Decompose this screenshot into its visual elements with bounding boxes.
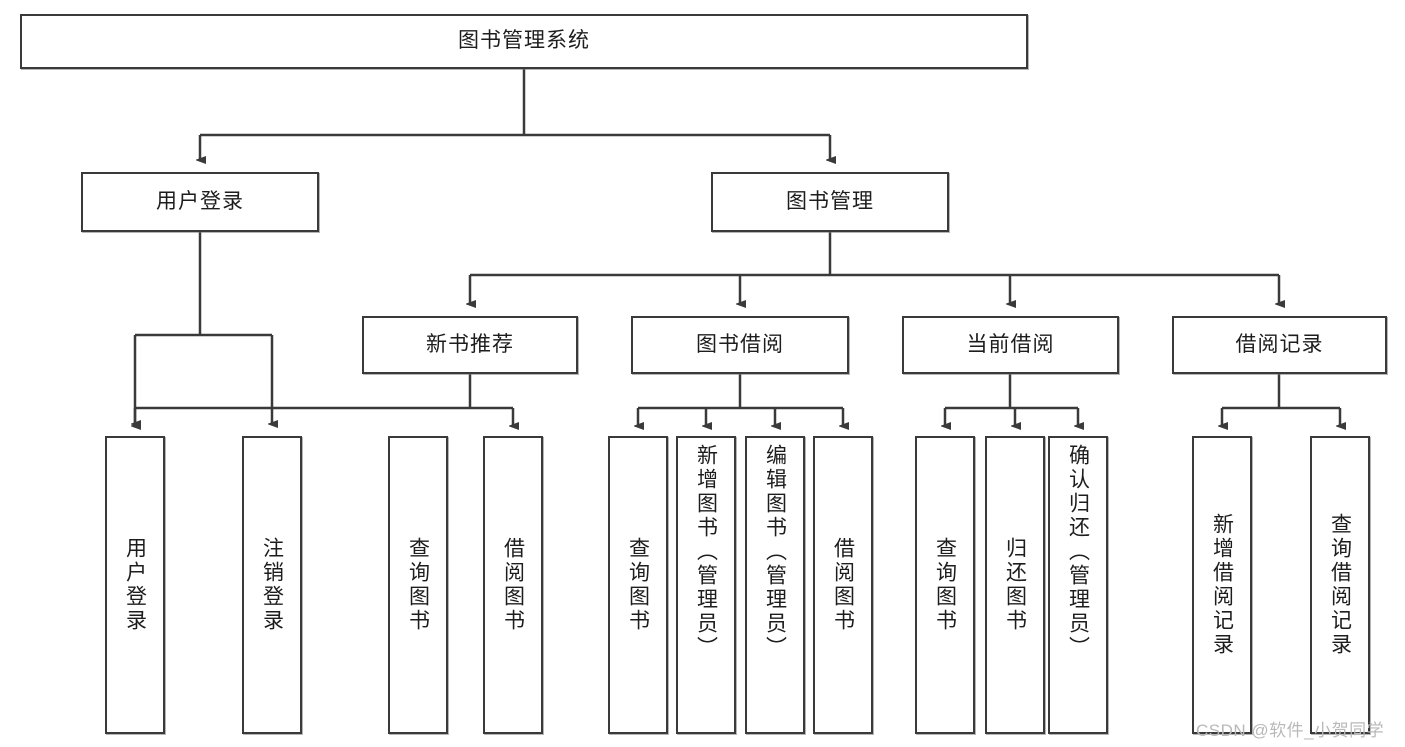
node-leaf-query-record: 查询借阅记录 bbox=[1310, 436, 1370, 734]
node-new-book-rec: 新书推荐 bbox=[362, 316, 578, 374]
node-label: 新书推荐 bbox=[426, 332, 514, 356]
node-label: 查询图书 bbox=[626, 537, 650, 633]
node-label: 归还图书 bbox=[1003, 537, 1027, 633]
node-book-borrow: 图书借阅 bbox=[631, 316, 849, 374]
node-root: 图书管理系统 bbox=[20, 14, 1028, 69]
node-label: 图书管理系统 bbox=[458, 29, 590, 53]
node-label: 借阅记录 bbox=[1235, 332, 1324, 356]
node-label: 借阅图书 bbox=[501, 537, 525, 633]
node-label: 确认归还（管理员） bbox=[1066, 444, 1090, 660]
node-leaf-confirm-return: 确认归还（管理员） bbox=[1048, 436, 1108, 734]
node-label: 新增图书（管理员） bbox=[694, 444, 718, 660]
node-label: 用户登录 bbox=[123, 537, 147, 633]
node-leaf-return-book: 归还图书 bbox=[985, 436, 1045, 734]
node-leaf-user-login: 用户登录 bbox=[105, 436, 165, 734]
node-leaf-user-logout: 注销登录 bbox=[242, 436, 302, 734]
node-label: 新增借阅记录 bbox=[1210, 513, 1234, 657]
node-label: 借阅图书 bbox=[831, 537, 855, 633]
node-leaf-edit-book: 编辑图书（管理员） bbox=[745, 436, 805, 734]
watermark-label: CSDN @软件_小贺同学 bbox=[1196, 721, 1385, 740]
node-label: 当前借阅 bbox=[966, 332, 1055, 356]
node-label: 查询图书 bbox=[933, 537, 957, 633]
node-leaf-borrow-book-1: 借阅图书 bbox=[483, 436, 543, 734]
connector-lines bbox=[135, 69, 1340, 426]
node-label: 编辑图书（管理员） bbox=[763, 444, 787, 660]
node-leaf-query-book-2: 查询图书 bbox=[608, 436, 668, 734]
node-label: 注销登录 bbox=[260, 537, 284, 633]
node-label: 图书管理 bbox=[786, 189, 874, 213]
node-label: 图书借阅 bbox=[696, 332, 784, 356]
node-user-login: 用户登录 bbox=[81, 172, 319, 232]
node-borrow-record: 借阅记录 bbox=[1172, 316, 1387, 374]
node-label: 查询图书 bbox=[406, 537, 430, 633]
node-leaf-add-book: 新增图书（管理员） bbox=[676, 436, 736, 734]
node-current-borrow: 当前借阅 bbox=[902, 316, 1119, 374]
node-leaf-query-book-3: 查询图书 bbox=[915, 436, 975, 734]
node-leaf-query-book-1: 查询图书 bbox=[388, 436, 448, 734]
node-book-manage: 图书管理 bbox=[711, 172, 949, 232]
node-label: 用户登录 bbox=[156, 189, 244, 213]
node-leaf-borrow-book-2: 借阅图书 bbox=[813, 436, 873, 734]
node-leaf-add-record: 新增借阅记录 bbox=[1192, 436, 1252, 734]
node-label: 查询借阅记录 bbox=[1328, 513, 1352, 657]
